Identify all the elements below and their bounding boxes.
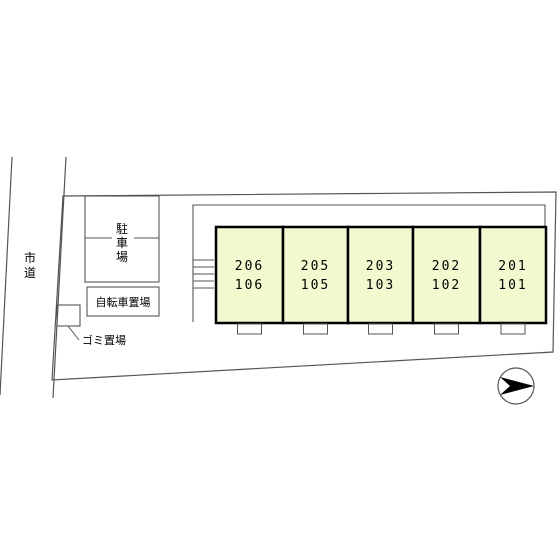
- parking-label-bg: [112, 220, 134, 264]
- balcony: [434, 323, 459, 335]
- unit-upper-number: 206: [235, 259, 264, 274]
- balcony: [237, 323, 262, 335]
- parking-label-char-2: 車: [116, 236, 128, 250]
- unit-lower-number: 106: [235, 278, 264, 293]
- unit-lower-number: 102: [432, 278, 461, 293]
- site-boundary: [51, 191, 557, 381]
- unit-block: [281, 225, 350, 325]
- unit-upper-number: 202: [432, 259, 461, 274]
- unit-upper-number: 203: [366, 259, 395, 274]
- stairs: [193, 259, 214, 289]
- balcony: [303, 323, 328, 335]
- unit-upper-number: 201: [498, 259, 527, 274]
- unit-lower-number: 105: [301, 278, 330, 293]
- walkway-outline: [192, 204, 546, 322]
- parking-label-char-1: 駐: [116, 221, 128, 236]
- unit-block: [411, 225, 482, 325]
- parking-lot: [84, 195, 160, 283]
- parking-label-char-3: 場: [116, 250, 128, 264]
- garbage-label: ゴミ置場: [82, 333, 126, 347]
- garbage-area: [56, 304, 81, 327]
- bicycle-parking-label: 自転車置場: [96, 295, 151, 309]
- unit-block: [478, 225, 548, 325]
- road-edge-left: [0, 156, 13, 396]
- road-edge-right: [52, 156, 67, 399]
- balcony: [500, 323, 526, 335]
- garbage-leader-line: [67, 325, 80, 341]
- balcony: [368, 323, 393, 335]
- road-label-char-2: 道: [24, 266, 36, 280]
- unit-lower-number: 103: [366, 278, 395, 293]
- unit-lower-number: 101: [498, 278, 527, 293]
- bicycle-parking: [86, 286, 160, 317]
- road-label-char-1: 市: [24, 250, 36, 265]
- north-arrow-icon: [497, 367, 535, 405]
- unit-upper-number: 205: [301, 259, 330, 274]
- unit-block: [214, 225, 285, 325]
- unit-block: [346, 225, 415, 325]
